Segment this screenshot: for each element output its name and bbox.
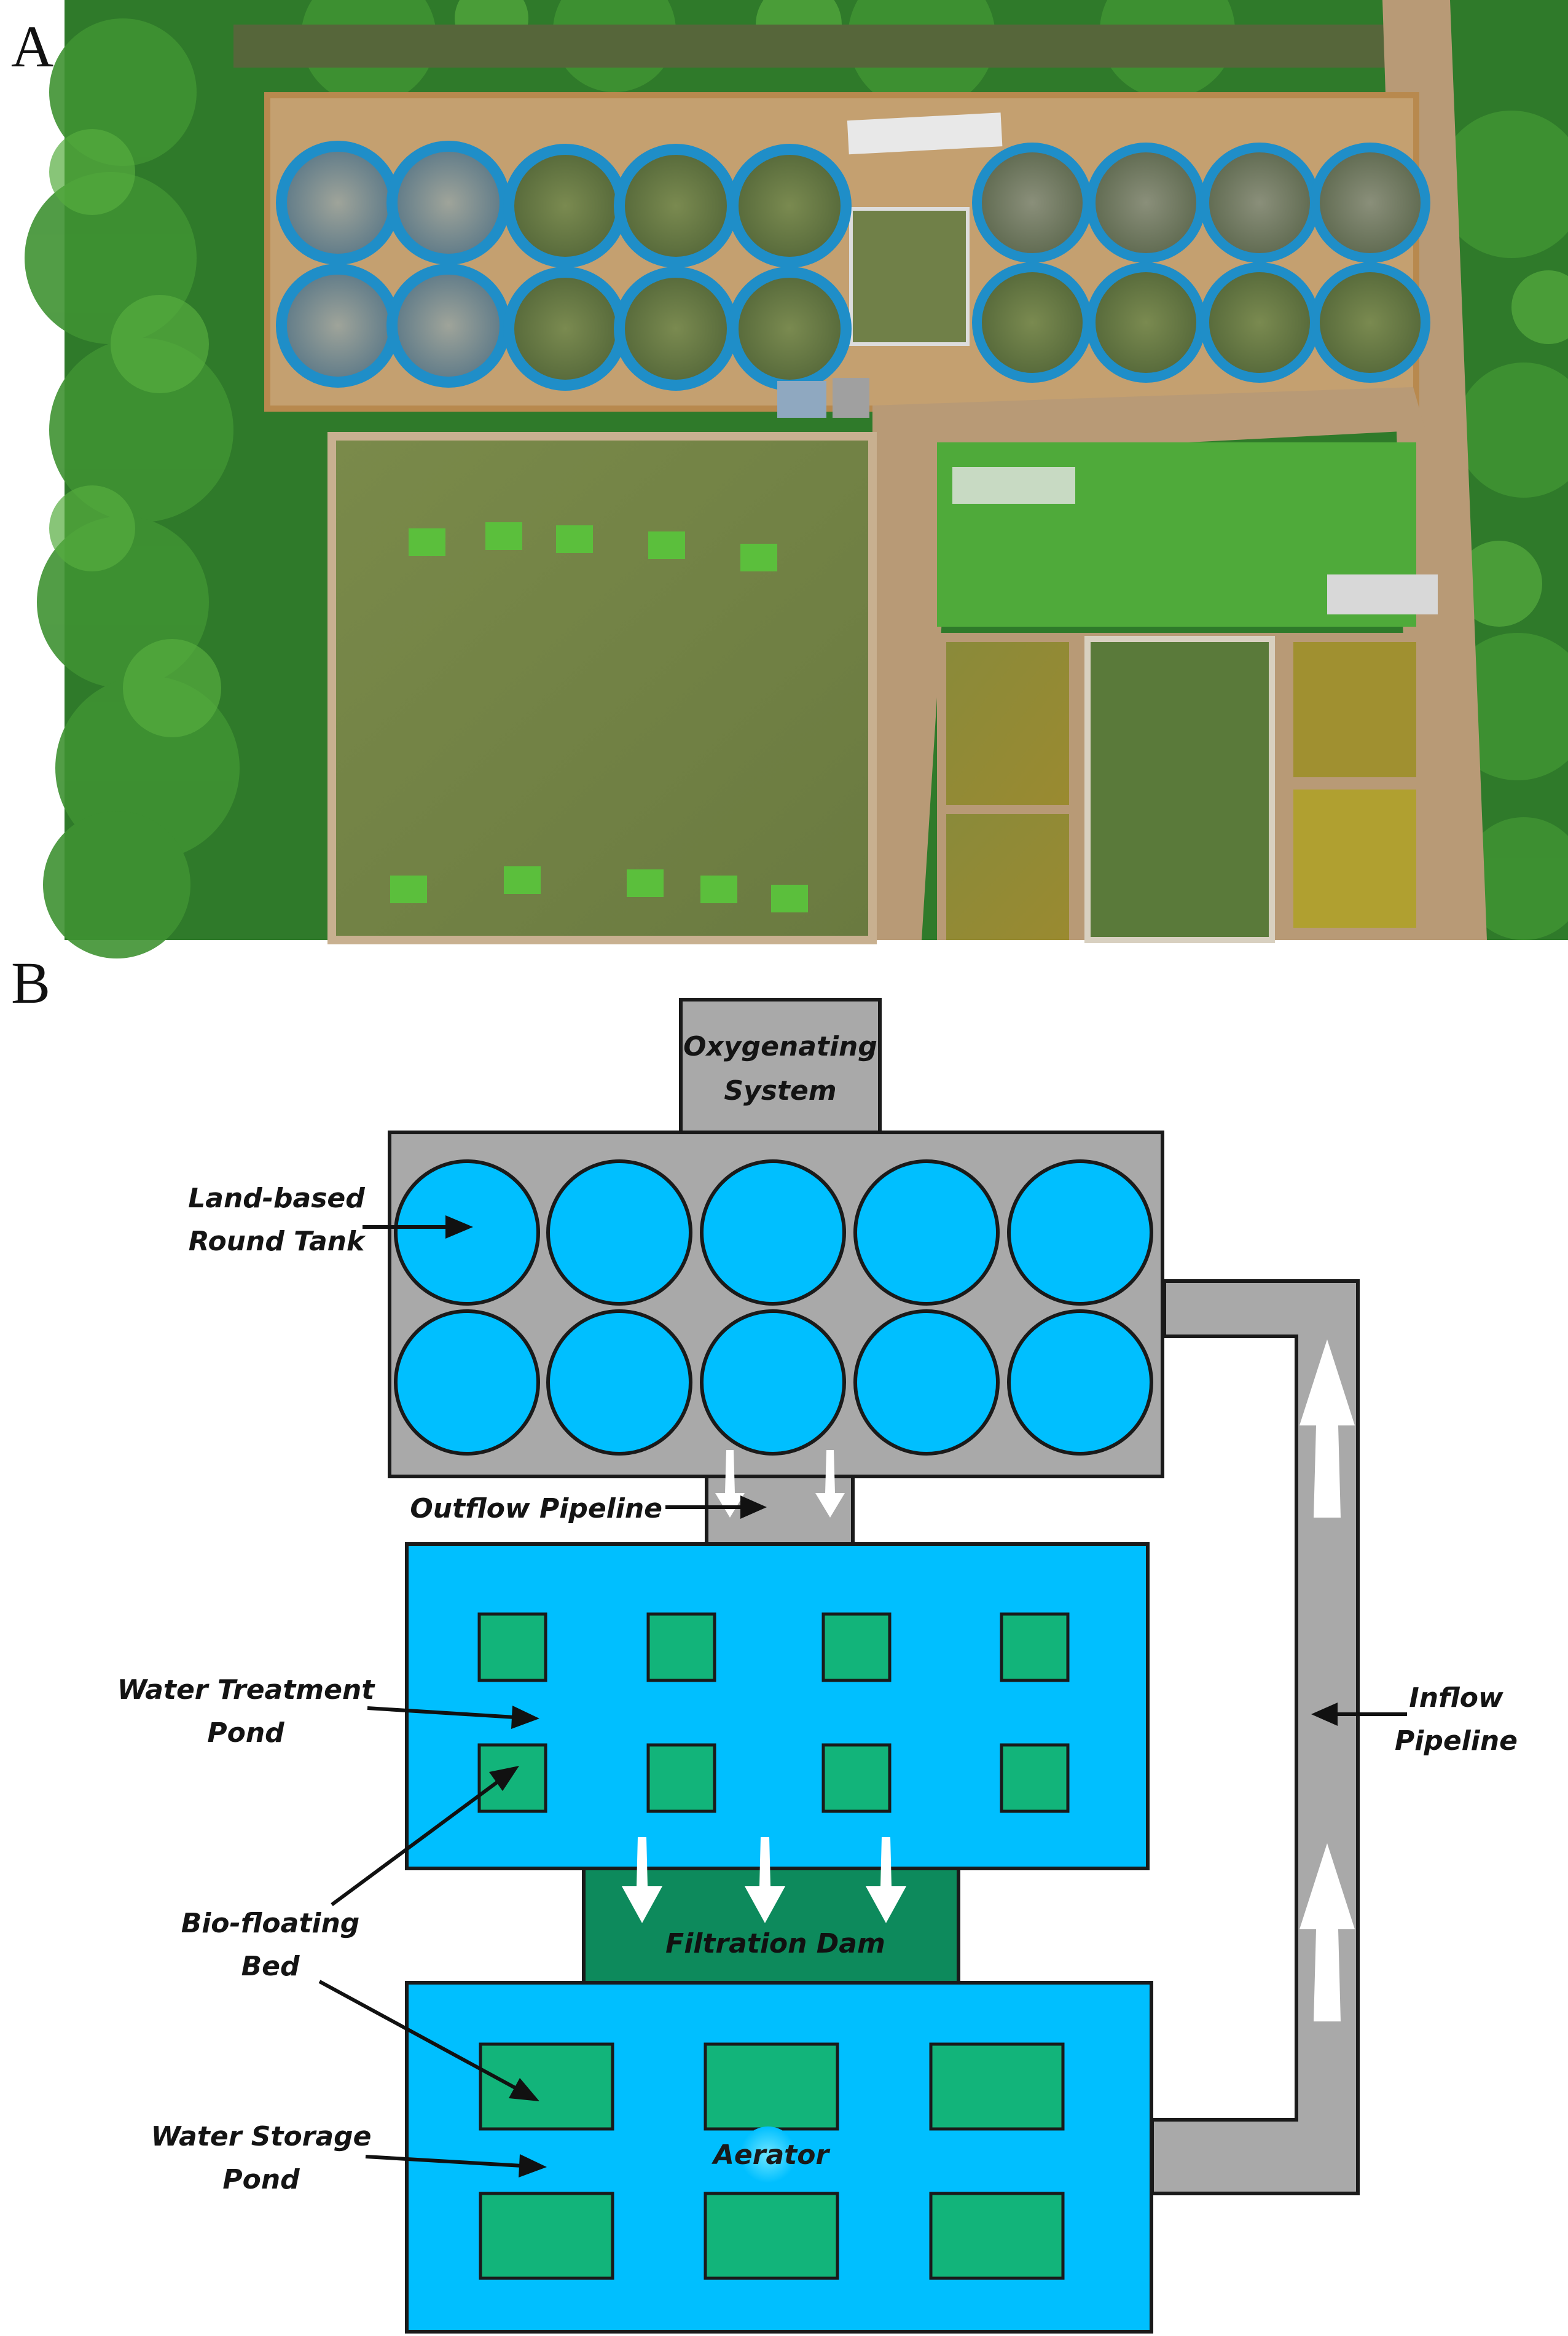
biofloating-label-line-2: Bed (241, 1951, 300, 1982)
aerator-label: Aerator (711, 2139, 831, 2171)
bio-floating-bed (929, 2192, 1065, 2280)
bio-floating-bed (646, 1612, 716, 1682)
inflow-label-line-1: Inflow (1409, 1682, 1503, 1714)
outflow-label: Outflow Pipeline (410, 1493, 662, 1524)
system-diagram: Oxygenating System Filtration Dam Aerato… (117, 998, 1518, 2334)
treatment-bio-floating-beds (477, 1612, 1070, 1813)
treatment-label-line-2: Pond (207, 1717, 284, 1749)
panel-label-b: B (11, 950, 50, 1016)
filtration-dam-label: Filtration Dam (665, 1928, 885, 1959)
treatment-label-line-1: Water Treatment (117, 1674, 376, 1706)
bio-floating-bed (821, 1612, 892, 1682)
oxygenating-label-line-1: Oxygenating (683, 1031, 877, 1062)
storage-label-line-1: Water Storage (151, 2121, 372, 2152)
storage-bio-floating-beds (479, 2042, 1065, 2280)
round-tank-grid (394, 1159, 1153, 1456)
filtration-arrows (622, 1837, 906, 1923)
round-tank-label-line-1: Land-based (188, 1183, 365, 1214)
panel-label-a: A (11, 14, 53, 79)
bio-floating-bed (704, 2042, 839, 2131)
bio-floating-bed (479, 2042, 614, 2131)
round-tank (853, 1309, 1000, 1456)
bio-floating-bed (646, 1743, 716, 1813)
round-tank (700, 1309, 846, 1456)
inflow-label-line-2: Pipeline (1395, 1725, 1518, 1757)
bio-floating-bed (1000, 1743, 1070, 1813)
bio-floating-bed (704, 2192, 839, 2280)
round-tank (1007, 1309, 1153, 1456)
bio-floating-bed (821, 1743, 892, 1813)
round-tank (394, 1159, 540, 1306)
round-tank-label-line-2: Round Tank (189, 1226, 366, 1257)
bio-floating-bed (477, 1612, 547, 1682)
bio-floating-bed (929, 2042, 1065, 2131)
aerator (740, 2126, 796, 2183)
round-tank (700, 1159, 846, 1306)
biofloating-label-line-1: Bio-floating (181, 1908, 360, 1939)
storage-label-line-2: Pond (222, 2164, 300, 2195)
round-tank (394, 1309, 540, 1456)
bio-floating-bed (1000, 1612, 1070, 1682)
round-tank (546, 1309, 692, 1456)
round-tank (1007, 1159, 1153, 1306)
leader-arrows (318, 1215, 1407, 2177)
round-tank (546, 1159, 692, 1306)
water-treatment-pond (405, 1542, 1150, 1870)
outflow-arrows (715, 1450, 845, 1518)
bio-floating-bed (477, 1743, 547, 1813)
oxygenating-label-line-2: System (724, 1075, 836, 1107)
aerial-photograph (25, 0, 1568, 958)
bio-floating-bed (479, 2192, 614, 2280)
round-tank (853, 1159, 1000, 1306)
oxygenating-system-box (679, 998, 882, 1134)
inflow-up-arrows (1299, 1339, 1355, 2021)
